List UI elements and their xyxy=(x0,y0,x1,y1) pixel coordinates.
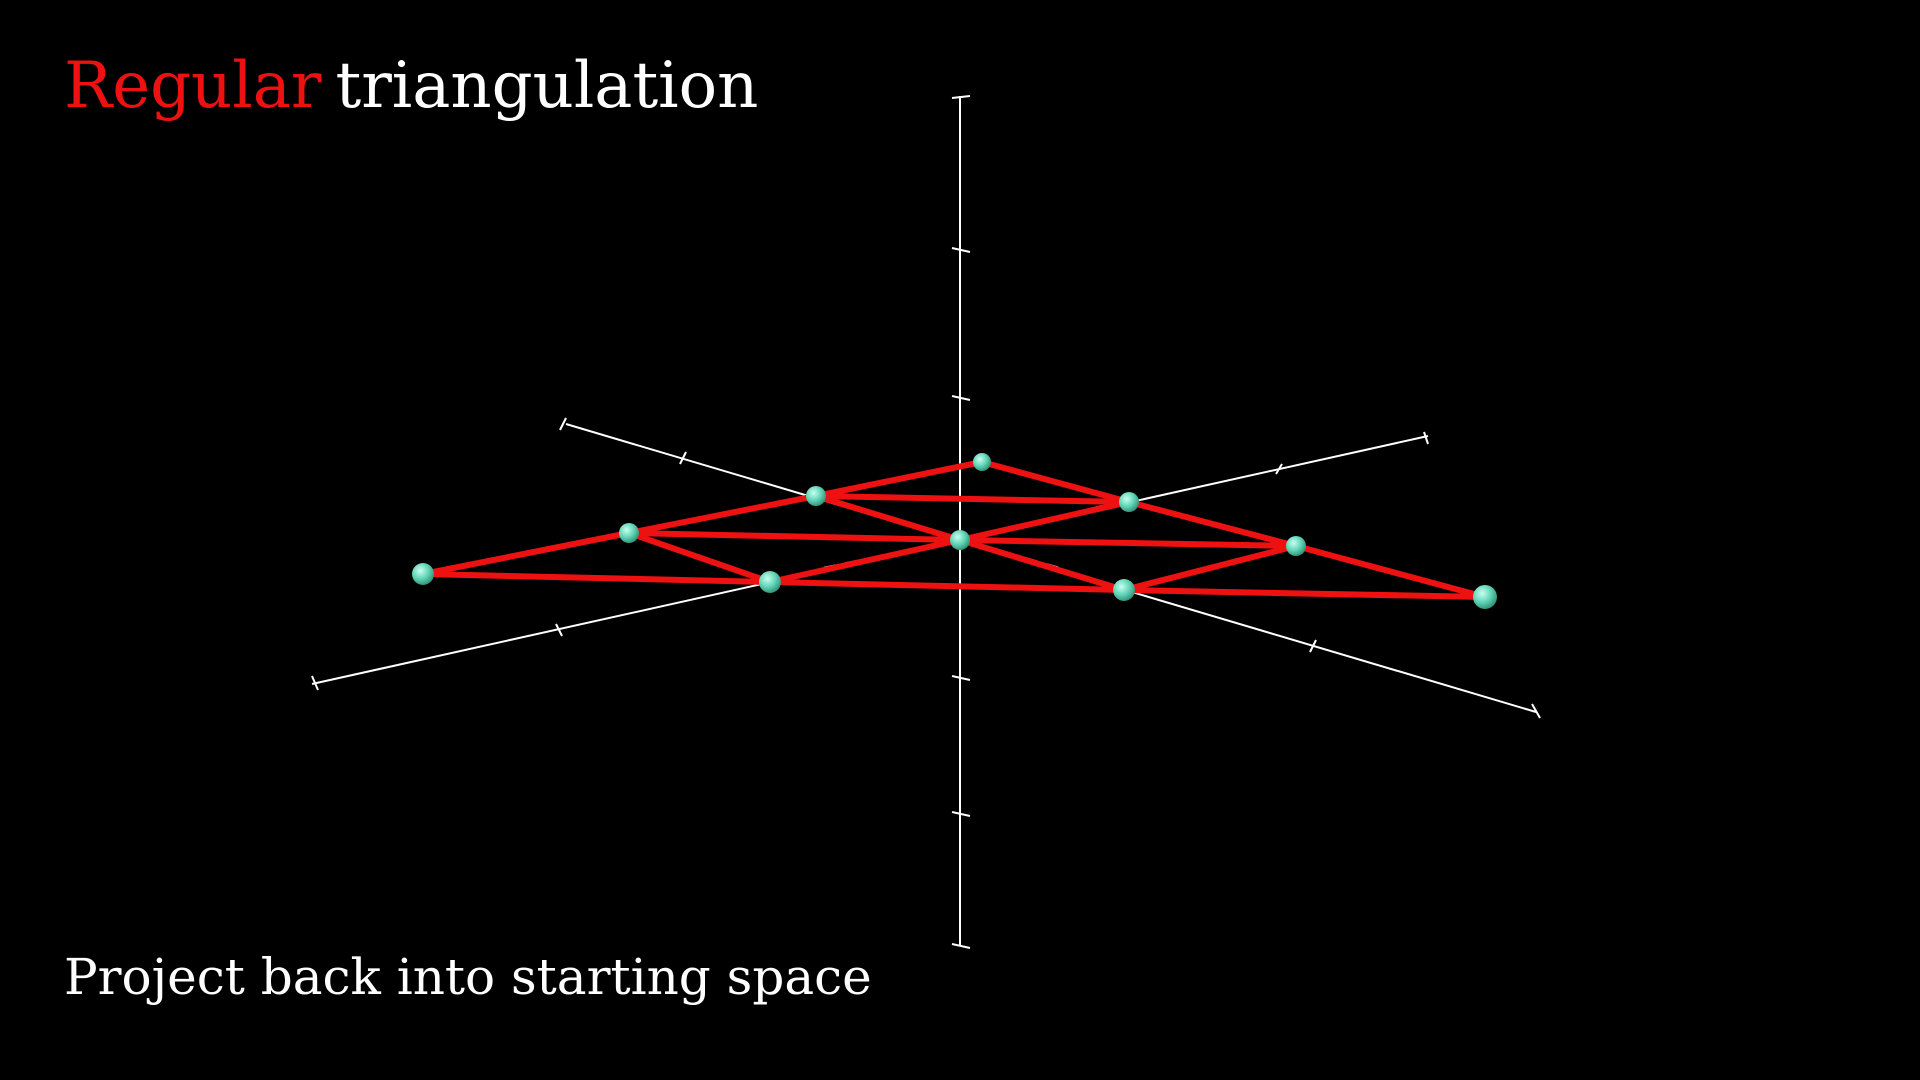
lattice-point-left xyxy=(412,563,434,585)
triangulation-edge xyxy=(420,530,632,577)
triangulation-edge xyxy=(626,493,819,536)
triangulation-edge xyxy=(626,530,773,585)
triangulation-edge xyxy=(813,493,963,543)
lattice-point-back-right xyxy=(1119,492,1139,512)
axis-tick xyxy=(951,811,971,817)
triangulation-edge xyxy=(767,579,1127,593)
lattice-point-right-upper xyxy=(1286,536,1306,556)
triangulation-edge xyxy=(420,571,773,585)
title-highlight-word: Regular xyxy=(64,49,322,123)
axis-tick xyxy=(1309,639,1317,653)
triangulation-edge xyxy=(1121,543,1299,593)
triangulation-edge xyxy=(626,530,963,543)
triangulation-edge xyxy=(813,459,985,499)
triangulation-edge xyxy=(1293,543,1488,600)
lattice-point-right xyxy=(1473,585,1497,609)
axis-tick xyxy=(1275,463,1283,475)
axis-tick xyxy=(555,623,563,637)
axis-tick xyxy=(559,417,567,431)
triangulation-edge xyxy=(979,459,1132,505)
axis-tick xyxy=(1423,431,1429,445)
axis-tick xyxy=(951,95,971,99)
triangulation-edges xyxy=(420,459,1488,600)
lattice-point-center xyxy=(950,530,970,550)
lattice-point-back xyxy=(973,453,991,471)
triangulation-edge xyxy=(1126,499,1299,549)
axis-tick xyxy=(951,395,971,401)
triangulation-edge xyxy=(1121,587,1488,600)
lattice-point-left-upper xyxy=(619,523,639,543)
axis-tick xyxy=(1531,703,1541,719)
axis-tick xyxy=(951,943,971,949)
lattice-points xyxy=(412,453,1497,609)
title-rest-word: triangulation xyxy=(335,49,759,123)
caption-text: Project back into starting space xyxy=(64,948,872,1006)
triangulation-edge xyxy=(767,537,963,585)
triangulation-edge xyxy=(813,493,1132,505)
lattice-point-front-left xyxy=(759,571,781,593)
lattice-point-back-left xyxy=(806,486,826,506)
lattice-point-front-right xyxy=(1113,579,1135,601)
axis-tick xyxy=(951,247,971,253)
triangulation-edge xyxy=(957,537,1127,593)
triangulation-edge xyxy=(957,537,1299,549)
axes xyxy=(311,95,1541,949)
axis-tick xyxy=(679,451,687,465)
triangulation-edge xyxy=(957,499,1132,543)
axis-tick xyxy=(311,675,319,691)
axis-tick xyxy=(951,675,971,681)
